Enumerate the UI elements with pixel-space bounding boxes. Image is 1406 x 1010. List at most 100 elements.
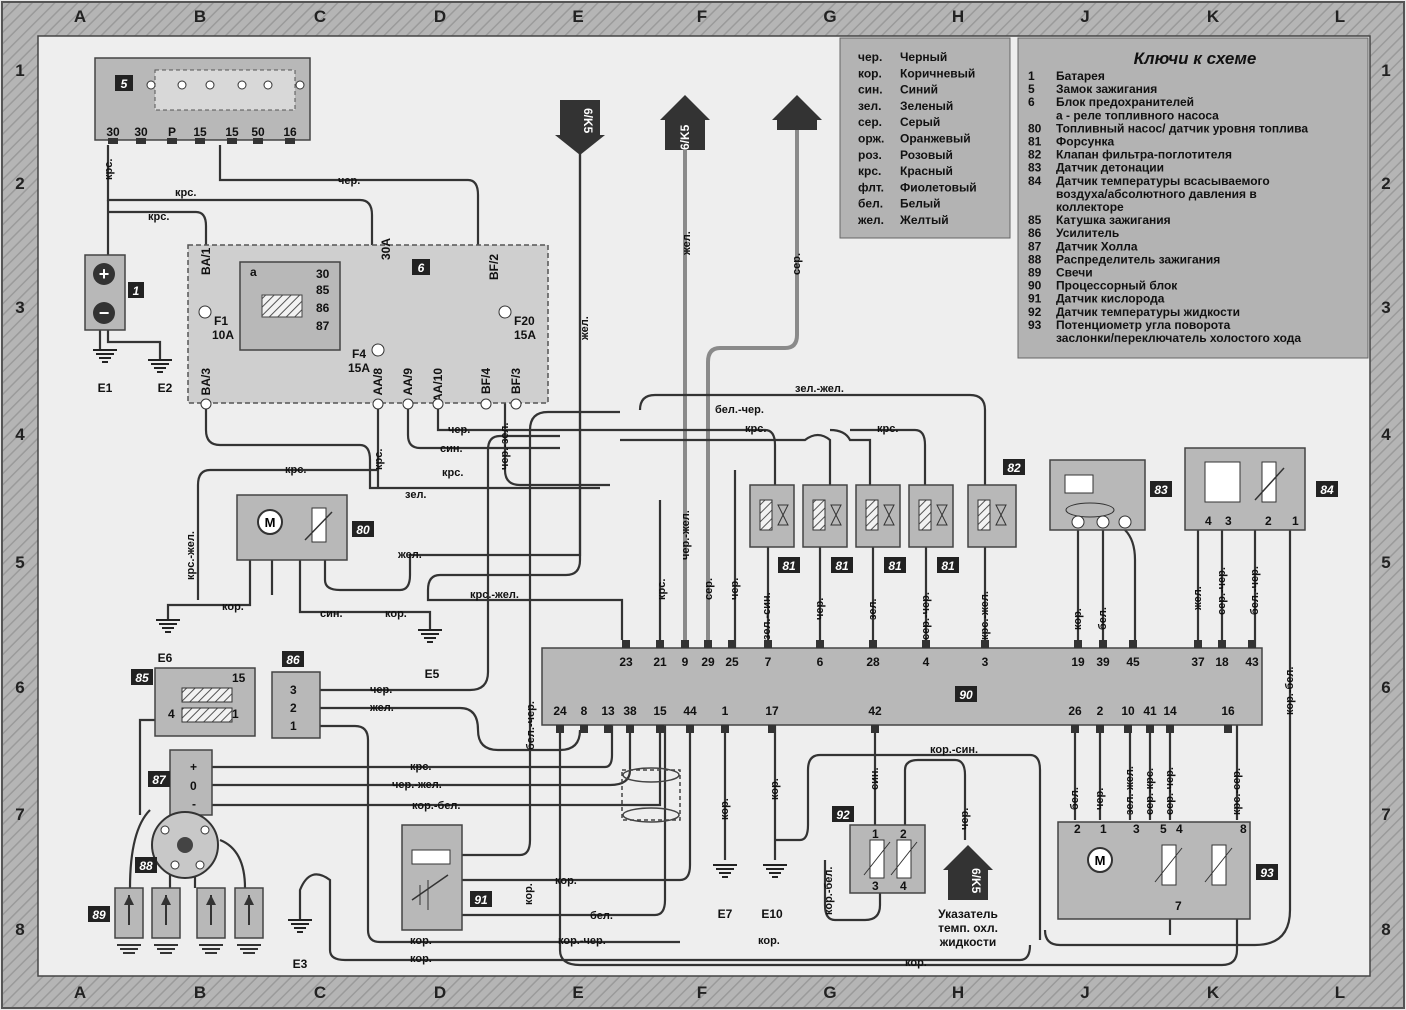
tag-91: 91: [470, 891, 492, 907]
fuse-conn: BA/3: [199, 368, 213, 396]
injector: [908, 484, 954, 548]
ecu-pin: 10: [1121, 704, 1135, 718]
grid-col-label: D: [434, 7, 446, 26]
legend-name: Зеленый: [900, 99, 953, 113]
tag-92: 92: [832, 806, 854, 822]
svg-text:8: 8: [1240, 822, 1247, 836]
tag-81: 81: [778, 557, 800, 573]
conn-bf2: BF/2: [487, 254, 501, 280]
svg-text:-: -: [192, 797, 196, 811]
grid-col-label: G: [823, 983, 836, 1002]
svg-text:5: 5: [121, 77, 128, 91]
svg-text:6/K5: 6/K5: [581, 108, 595, 134]
connector-up-3: [772, 95, 822, 130]
key-text: Распределитель зажигания: [1056, 252, 1220, 266]
svg-text:6: 6: [418, 261, 425, 275]
svg-text:крс.: крс.: [410, 761, 431, 773]
legend-abbr: кор.: [858, 66, 882, 80]
fuse-box: [187, 244, 549, 404]
grid-col-label: C: [314, 7, 326, 26]
key-number: 1: [1028, 69, 1035, 83]
grid-col-label: F: [697, 983, 707, 1002]
svg-text:жел.: жел.: [681, 231, 693, 256]
tag-81: 81: [831, 557, 853, 573]
grid-row-label: 3: [1381, 298, 1390, 317]
legend-abbr: сер.: [858, 115, 882, 129]
svg-text:крс.: крс.: [373, 449, 385, 470]
ecu-pin: 8: [581, 704, 588, 718]
legend-name: Серый: [900, 115, 940, 129]
ignition-pin: 50: [251, 125, 265, 139]
key-text: Клапан фильтра-поглотителя: [1056, 148, 1232, 162]
grid-col-label: J: [1080, 7, 1089, 26]
tag-89: 89: [88, 906, 110, 922]
ground-symbol: [288, 919, 312, 933]
svg-text:бел.-чер.: бел.-чер.: [715, 404, 764, 416]
legend-abbr: роз.: [858, 148, 882, 162]
svg-text:6/K5: 6/K5: [969, 868, 983, 894]
ignition-pin: 16: [283, 125, 297, 139]
key-text: Батарея: [1056, 69, 1105, 83]
injector: [802, 484, 848, 548]
svg-text:1: 1: [872, 827, 879, 841]
connector-down: 6/K5: [943, 845, 993, 900]
svg-text:зел.-жел.: зел.-жел.: [1124, 766, 1136, 815]
ecu-pin: 2: [1097, 704, 1104, 718]
ecu-pin: 42: [868, 704, 882, 718]
grid-row-label: 7: [1381, 805, 1390, 824]
svg-text:1: 1: [290, 719, 297, 733]
svg-text:3: 3: [872, 879, 879, 893]
svg-text:крс.: крс.: [745, 423, 766, 435]
key-text: заслонки/переключатель холостого хода: [1056, 331, 1301, 345]
svg-text:бел.: бел.: [1069, 787, 1081, 810]
svg-text:кор.-чер.: кор.-чер.: [558, 935, 606, 947]
svg-text:92: 92: [836, 808, 850, 822]
grid-row-label: 1: [1381, 61, 1390, 80]
ecu-pin: 41: [1143, 704, 1157, 718]
svg-text:1: 1: [1292, 514, 1299, 528]
grid-col-label: K: [1207, 7, 1220, 26]
svg-text:кор.-син.: кор.-син.: [930, 744, 978, 756]
key-number: 89: [1028, 266, 1042, 280]
svg-text:93: 93: [1260, 866, 1274, 880]
svg-text:кор.: кор.: [905, 957, 927, 969]
grid-row-label: 8: [1381, 920, 1390, 939]
ground-symbol: [148, 359, 172, 373]
svg-text:чер.: чер.: [448, 424, 470, 436]
key-text: Процессорный блок: [1056, 279, 1178, 293]
svg-text:бел.-чер.: бел.-чер.: [1249, 566, 1261, 615]
ecu-pin: 37: [1191, 655, 1205, 669]
svg-text:сер.: сер.: [703, 578, 715, 600]
wires: [98, 120, 1292, 967]
amplifier: 3 2 1: [271, 671, 321, 739]
svg-text:кор.: кор.: [385, 608, 407, 620]
key-text: Датчик Холла: [1056, 239, 1138, 253]
svg-text:кор.: кор.: [523, 883, 535, 905]
svg-text:жел.: жел.: [1192, 586, 1204, 611]
keys-title: Ключи к схеме: [1134, 49, 1257, 68]
grid-row-label: 4: [15, 425, 25, 444]
ground-symbol: [763, 864, 787, 878]
key-text: Свечи: [1056, 266, 1093, 280]
svg-text:бел.: бел.: [590, 910, 613, 922]
svg-text:крс.: крс.: [877, 423, 898, 435]
fuse-conn: AA/8: [371, 368, 385, 396]
grid-row-label: 5: [15, 553, 24, 572]
ground-label: E5: [425, 667, 440, 681]
svg-text:зел.-син.: зел.-син.: [761, 592, 773, 640]
key-text: воздуха/абсолютного давления в: [1056, 187, 1257, 201]
ecu-pin: 29: [701, 655, 715, 669]
ecu-pin: 15: [653, 704, 667, 718]
key-number: 88: [1028, 252, 1042, 266]
svg-text:син.: син.: [869, 767, 881, 790]
key-number: 87: [1028, 239, 1042, 253]
ignition-pin: 15: [225, 125, 239, 139]
svg-text:жел.: жел.: [579, 316, 591, 341]
svg-text:90: 90: [959, 688, 973, 702]
legend-name: Красный: [900, 164, 953, 178]
tag-86: 86: [282, 651, 304, 667]
grid-col-label: D: [434, 983, 446, 1002]
key-text: Датчик детонации: [1056, 161, 1164, 175]
